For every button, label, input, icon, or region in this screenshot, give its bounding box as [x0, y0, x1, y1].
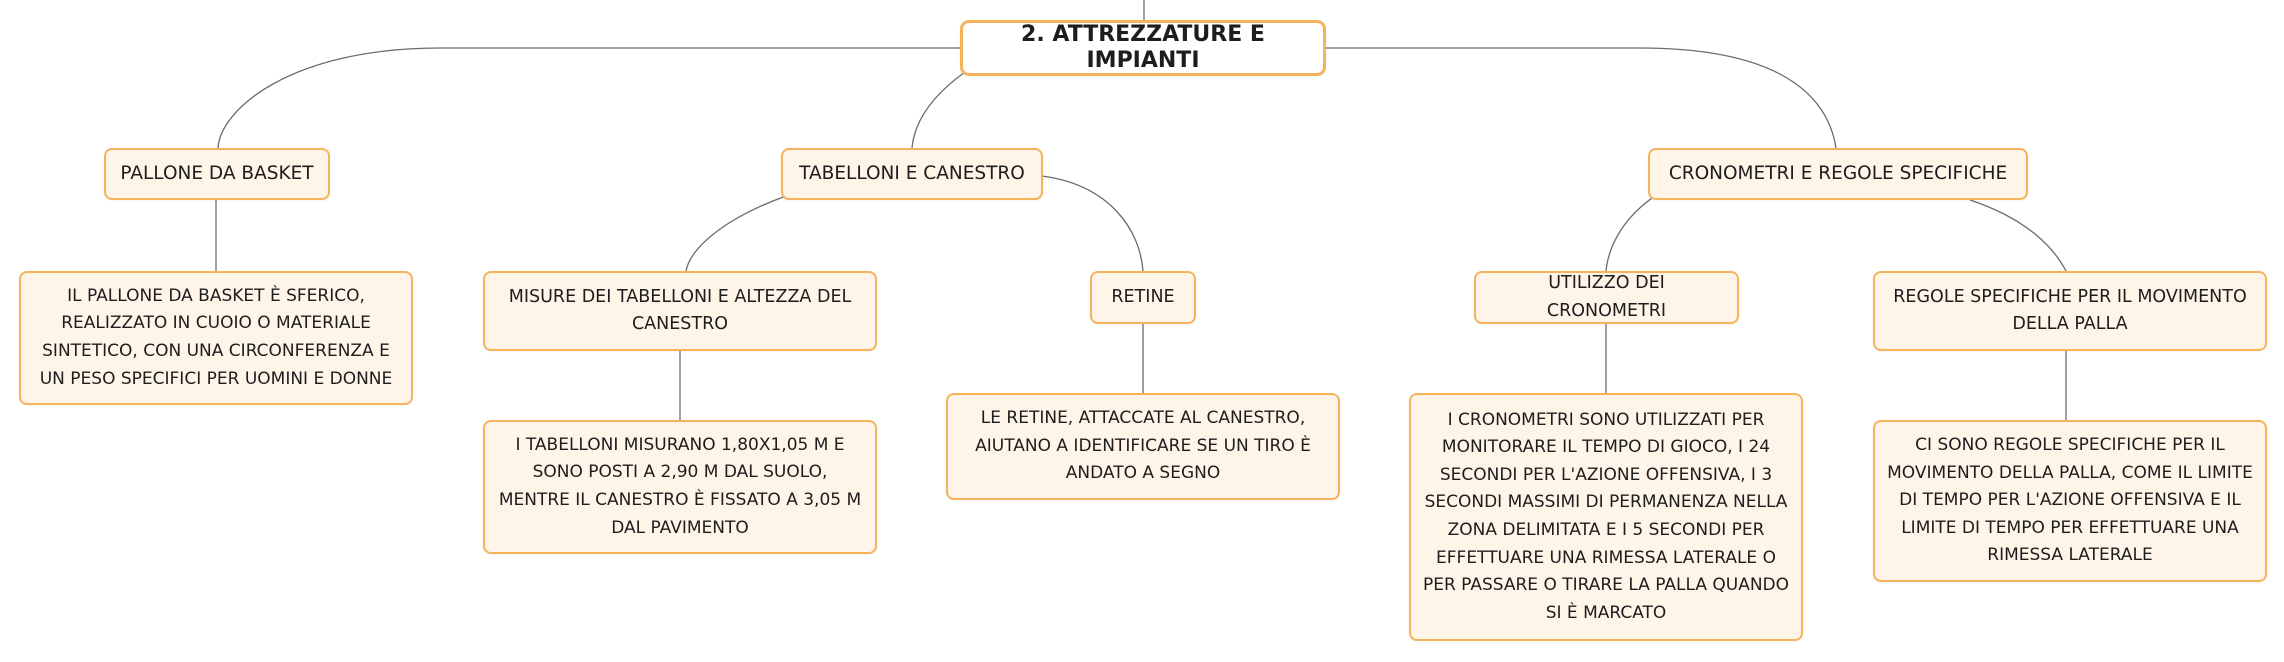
- connector-line: [217, 47, 960, 149]
- topic-pallone-da-basket[interactable]: PALLONE DA BASKET: [104, 148, 330, 200]
- subtopic-label: UTILIZZO DEI CRONOMETRI: [1546, 273, 1667, 321]
- detail-pallone[interactable]: IL PALLONE DA BASKET È SFERICO, REALIZZA…: [19, 271, 413, 405]
- topic-label: TABELLONI E CANESTRO: [799, 162, 1025, 184]
- root-topic[interactable]: 2. ATTREZZATURE E IMPIANTI: [960, 20, 1326, 76]
- detail-regole-movimento[interactable]: CI SONO REGOLE SPECIFICHE PER IL MOVIMEN…: [1873, 420, 2267, 582]
- subtopic-retine[interactable]: RETINE: [1090, 271, 1196, 324]
- topic-label: CRONOMETRI E REGOLE SPECIFICHE: [1668, 162, 2008, 184]
- detail-retine[interactable]: LE RETINE, ATTACCATE AL CANESTRO, AIUTAN…: [946, 393, 1340, 500]
- detail-cronometri[interactable]: I CRONOMETRI SONO UTILIZZATI PER MONITOR…: [1409, 393, 1803, 641]
- detail-text: LE RETINE, ATTACCATE AL CANESTRO, AIUTAN…: [975, 408, 1311, 484]
- subtopic-label: REGOLE SPECIFICHE PER IL MOVIMENTO DELLA…: [1893, 286, 2247, 334]
- topic-cronometri-e-regole[interactable]: CRONOMETRI E REGOLE SPECIFICHE: [1648, 148, 2028, 200]
- connector-line: [685, 195, 787, 272]
- topic-label: PALLONE DA BASKET: [120, 162, 314, 184]
- subtopic-misure-tabelloni[interactable]: MISURE DEI TABELLONI E ALTEZZA DEL CANES…: [483, 271, 877, 351]
- connector-line: [1041, 175, 1144, 272]
- topic-tabelloni-e-canestro[interactable]: TABELLONI E CANESTRO: [781, 148, 1043, 200]
- connector-line: [911, 71, 966, 149]
- connector-line: [1326, 47, 1837, 149]
- connector-line: [1969, 199, 2067, 272]
- connector-line: [1605, 195, 1656, 272]
- root-topic-label: 2. ATTREZZATURE E IMPIANTI: [1021, 21, 1265, 73]
- detail-text: I TABELLONI MISURANO 1,80X1,05 M E SONO …: [498, 434, 862, 538]
- subtopic-regole-movimento[interactable]: REGOLE SPECIFICHE PER IL MOVIMENTO DELLA…: [1873, 271, 2267, 351]
- detail-tabelloni[interactable]: I TABELLONI MISURANO 1,80X1,05 M E SONO …: [483, 420, 877, 554]
- subtopic-label: RETINE: [1111, 286, 1175, 307]
- subtopic-utilizzo-cronometri[interactable]: UTILIZZO DEI CRONOMETRI: [1474, 271, 1739, 324]
- detail-text: I CRONOMETRI SONO UTILIZZATI PER MONITOR…: [1422, 409, 1790, 623]
- detail-text: CI SONO REGOLE SPECIFICHE PER IL MOVIMEN…: [1887, 435, 2253, 566]
- subtopic-label: MISURE DEI TABELLONI E ALTEZZA DEL CANES…: [508, 286, 852, 334]
- detail-text: IL PALLONE DA BASKET È SFERICO, REALIZZA…: [39, 285, 393, 389]
